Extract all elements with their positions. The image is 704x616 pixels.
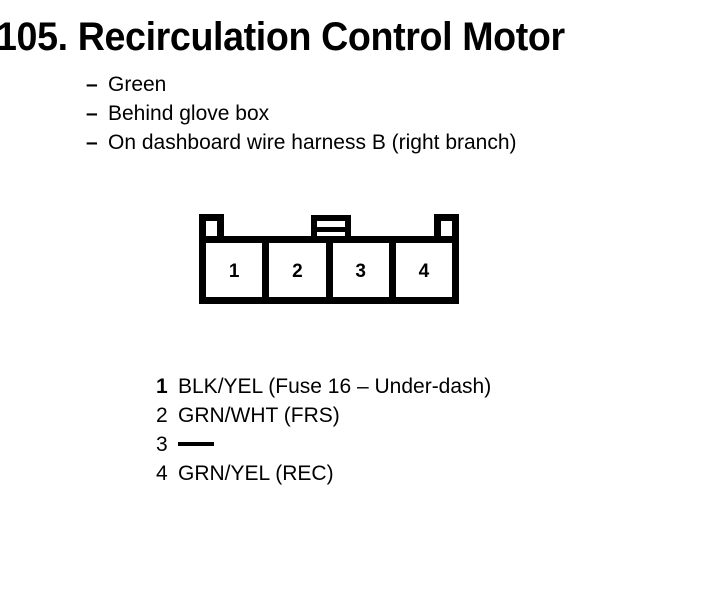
pin-description: GRN/WHT (FRS) <box>178 404 340 427</box>
connector-cavity-4: 4 <box>395 243 452 297</box>
bullet-dash-icon: – <box>86 73 98 96</box>
connector-cavity-3: 3 <box>332 243 396 297</box>
pin-description: GRN/YEL (REC) <box>178 462 334 485</box>
page-title: 105. Recirculation Control Motor <box>0 15 565 59</box>
pin-legend-row: 1 BLK/YEL (Fuse 16 – Under-dash) <box>156 372 491 401</box>
pin-legend: 1 BLK/YEL (Fuse 16 – Under-dash) 2 GRN/WHT… <box>156 372 491 488</box>
attribute-list: –Green –Behind glove box –On dashboard w… <box>86 70 517 157</box>
connector-cavity-1: 1 <box>206 243 270 297</box>
cavity-number-label: 2 <box>292 260 303 282</box>
attribute-item-location: –Behind glove box <box>86 99 517 128</box>
connector-cavity-2: 2 <box>269 243 333 297</box>
cavity-number-label: 4 <box>418 260 430 282</box>
pin-legend-row: 3 <box>156 430 491 459</box>
pin-number: 3 <box>156 433 168 456</box>
pin-legend-row: 2 GRN/WHT (FRS) <box>156 401 491 430</box>
pin-description: BLK/YEL (Fuse 16 – Under-dash) <box>178 375 492 398</box>
bullet-dash-icon: – <box>86 131 98 154</box>
connector-right-notch <box>434 214 459 242</box>
bullet-dash-icon: – <box>86 102 98 125</box>
connector-latch-slot <box>317 227 345 232</box>
connector-cavity-row: 1 2 3 4 <box>206 243 452 297</box>
pin-number: 1 <box>156 375 168 398</box>
connector-diagram: 1 2 3 4 <box>199 214 459 304</box>
pin-legend-row: 4 GRN/YEL (REC) <box>156 459 491 488</box>
attribute-item-label: Green <box>108 73 167 96</box>
attribute-item-harness: –On dashboard wire harness B (right bran… <box>86 128 517 157</box>
attribute-item-label: On dashboard wire harness B (right branc… <box>108 131 517 154</box>
attribute-item-label: Behind glove box <box>108 102 270 125</box>
cavity-number-label: 3 <box>355 260 366 282</box>
pin-number: 4 <box>156 462 168 485</box>
attribute-item-color: –Green <box>86 70 517 99</box>
pin-number: 2 <box>156 404 168 427</box>
cavity-number-label: 1 <box>228 260 240 282</box>
pin-not-used-dash-icon <box>178 442 214 446</box>
